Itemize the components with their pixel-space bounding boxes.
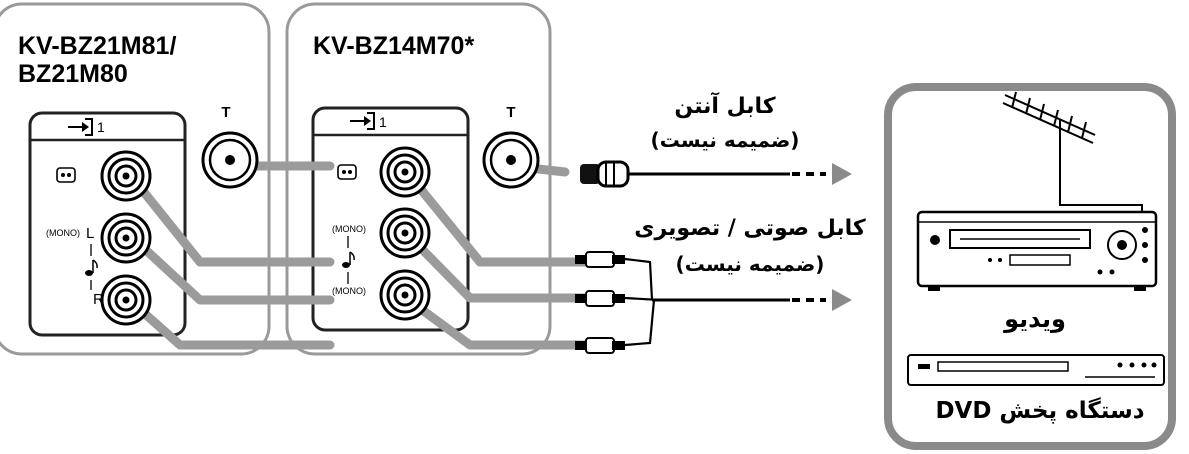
mono-label-top: (MONO) — [332, 224, 366, 234]
av-cable-note: (ضمیمه نیست) — [675, 252, 825, 276]
antenna-cable-label: کابل آنتن — [674, 94, 776, 119]
left-model-title-line2: BZ21M80 — [18, 60, 128, 88]
video-jack — [379, 146, 431, 198]
arrow-right-icon — [832, 289, 852, 311]
internal-cables — [130, 161, 590, 350]
antenna-cable-note: (ضمیمه نیست) — [650, 128, 800, 152]
audio-jack-right — [100, 274, 152, 326]
right-label: R — [93, 291, 104, 308]
av-cable-label: کابل صوتی / تصویری — [634, 216, 866, 241]
mono-label-bottom: (MONO) — [332, 286, 366, 296]
audio-note-icon — [342, 251, 355, 268]
video-jack-icon — [56, 167, 76, 183]
antenna-terminal — [482, 131, 540, 189]
rca-plug — [575, 337, 625, 354]
dvd-device — [907, 354, 1165, 386]
video-jack-icon — [337, 164, 357, 180]
audio-jack-left — [379, 207, 431, 259]
dvd-label: دستگاه پخش DVD — [935, 398, 1145, 424]
arrow-right-icon — [832, 163, 852, 185]
audio-jack-right — [379, 269, 431, 321]
left-label: L — [86, 225, 94, 242]
right-model-title: KV-BZ14M70* — [313, 32, 475, 60]
video-jack — [100, 150, 152, 202]
antenna-cable — [580, 160, 852, 188]
left-model-title-line1: KV-BZ21M81/ — [18, 32, 177, 60]
antenna-icon — [1002, 91, 1143, 212]
input-icon — [350, 112, 375, 130]
antenna-terminal-label: T — [506, 104, 515, 121]
antenna-terminal — [201, 131, 259, 189]
antenna-terminal-label: T — [221, 104, 230, 121]
rca-plug — [575, 251, 625, 268]
vcr-device — [916, 210, 1158, 291]
input-number: 1 — [97, 119, 105, 135]
audio-note-icon — [85, 259, 98, 276]
input-icon — [68, 118, 93, 136]
vcr-label: ویدیو — [1004, 305, 1066, 333]
mono-label: (MONO) — [46, 228, 80, 238]
input-number: 1 — [379, 114, 387, 130]
audio-jack-left — [100, 212, 152, 264]
av-cable — [624, 257, 790, 347]
rca-plug — [575, 290, 625, 307]
